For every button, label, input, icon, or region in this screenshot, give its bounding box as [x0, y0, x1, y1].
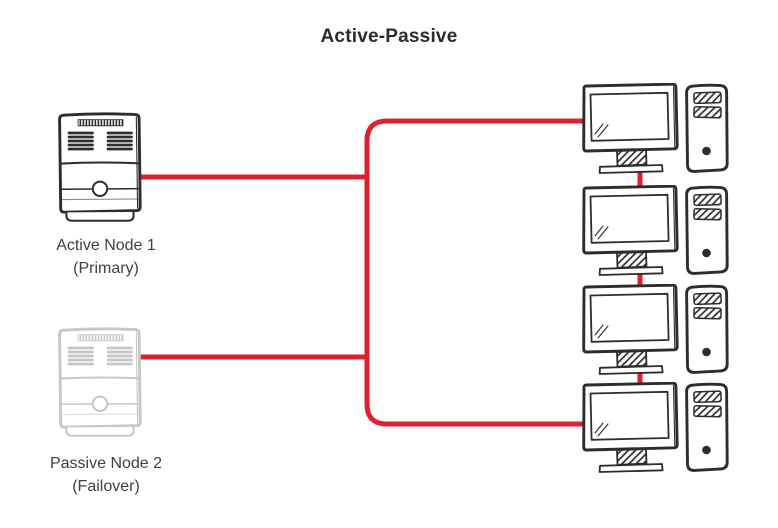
monitor-icon: [582, 83, 679, 174]
tower-icon: [685, 382, 729, 472]
active-node-label: Active Node 1 (Primary): [16, 234, 196, 280]
server-icon: [58, 112, 142, 222]
server-icon: [58, 327, 142, 437]
power-dot: [702, 347, 711, 357]
monitor-icon: [582, 185, 679, 276]
passive-node-label: Passive Node 2 (Failover): [16, 452, 196, 498]
link-trunk-to-workstations: [364, 118, 600, 427]
vent-lines: [67, 346, 133, 366]
workstation-icon: [582, 83, 729, 174]
node-name: Active Node 1: [56, 237, 156, 254]
power-button: [91, 395, 109, 413]
power-dot: [702, 146, 711, 156]
workstation-3: [580, 284, 730, 376]
power-dot: [702, 445, 711, 455]
tower-icon: [685, 284, 729, 374]
tower-icon: [685, 185, 729, 275]
workstation-icon: [582, 185, 729, 276]
passive-node: [55, 326, 145, 444]
monitor-icon: [582, 382, 679, 473]
power-button: [91, 180, 109, 198]
diagram-title: Active-Passive: [320, 26, 458, 47]
node-name: Passive Node 2: [49, 455, 163, 472]
workstation-icon: [582, 382, 729, 473]
active-node: [55, 111, 145, 229]
node-role: (Failover): [72, 478, 140, 495]
workstation-icon: [582, 284, 729, 375]
vent-lines: [67, 131, 133, 151]
workstation-4: [580, 382, 730, 474]
power-dot: [702, 248, 711, 258]
workstation-1: [580, 83, 730, 175]
monitor-icon: [582, 284, 679, 375]
node-role: (Primary): [73, 260, 139, 277]
workstation-2: [580, 185, 730, 277]
tower-icon: [685, 83, 729, 173]
